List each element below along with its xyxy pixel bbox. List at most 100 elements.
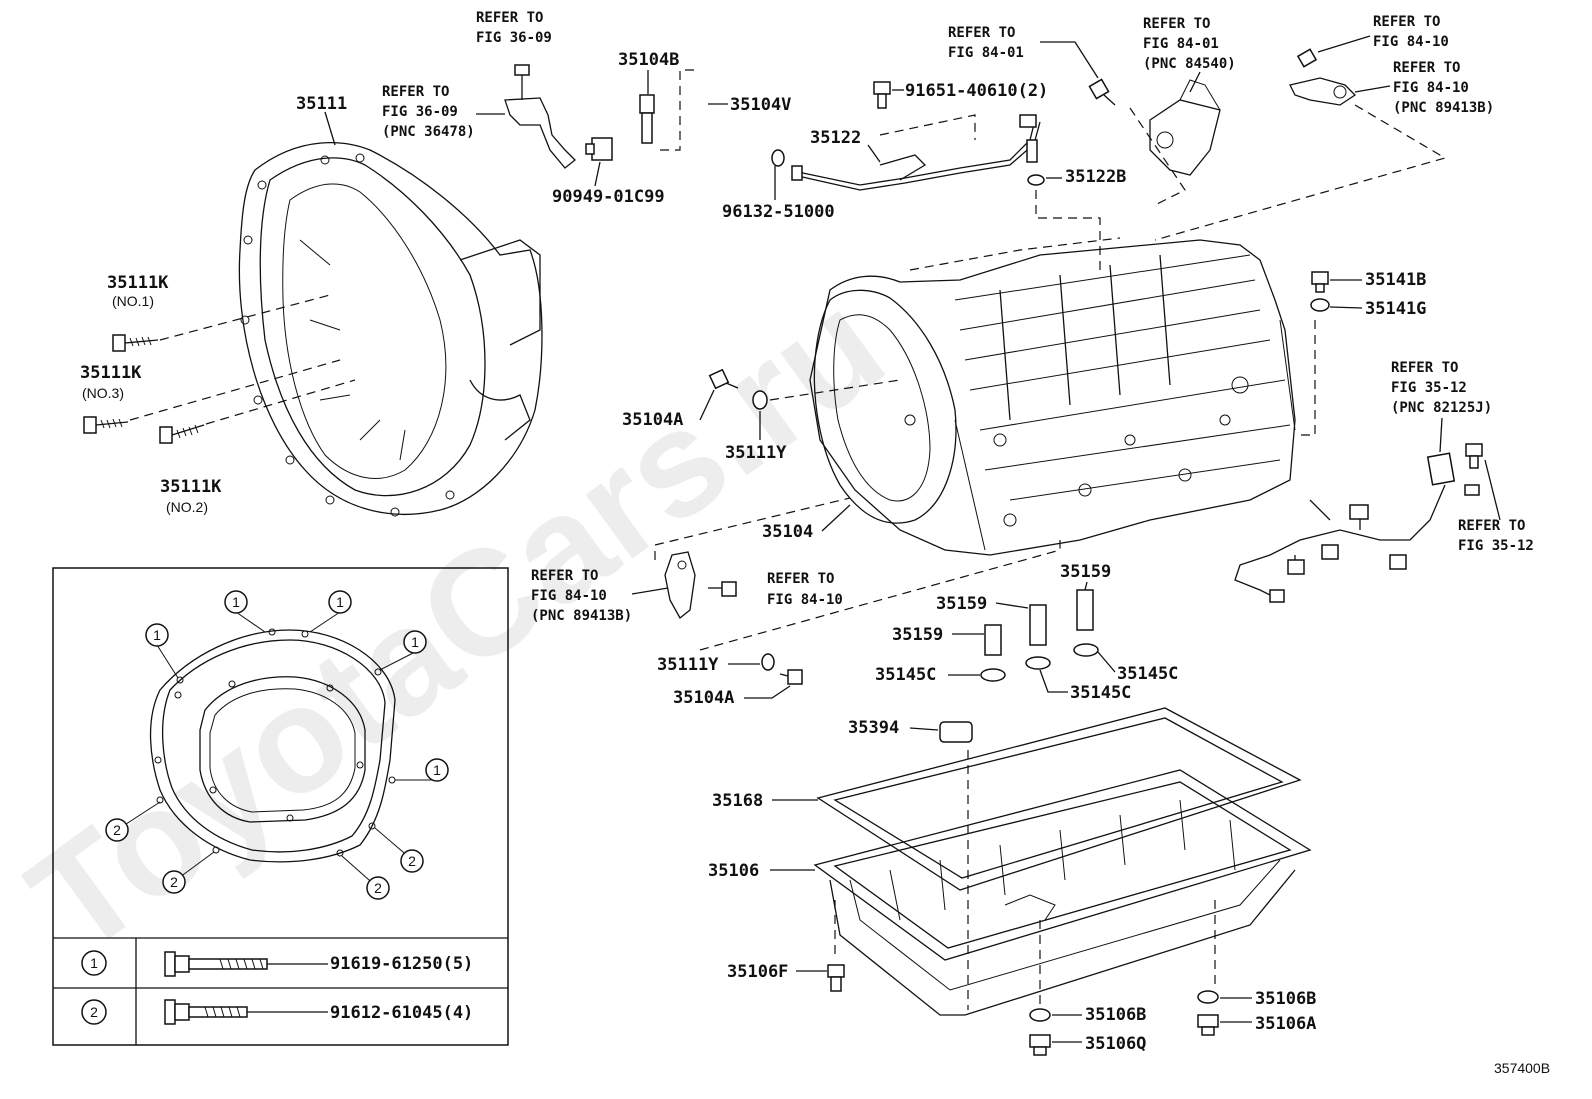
ref-note-fig-84-10-pnc[interactable]: REFER TO FIG 84-10 (PNC 89413B) xyxy=(1393,60,1494,116)
leader-line xyxy=(1097,651,1116,673)
part-label-35106A[interactable]: 35106A xyxy=(1255,1014,1316,1034)
dashed-line xyxy=(660,69,700,151)
svg-text:(PNC 89413B): (PNC 89413B) xyxy=(1393,100,1494,116)
part-label-35104V[interactable]: 35104V xyxy=(730,95,791,115)
part-label-35106[interactable]: 35106 xyxy=(708,861,759,881)
clip-icon xyxy=(585,137,613,161)
part-label-91651-40610[interactable]: 91651-40610(2) xyxy=(905,81,1048,101)
leader-line xyxy=(909,727,939,731)
inset-marker-1: 1 xyxy=(425,758,449,782)
part-label-35394[interactable]: 35394 xyxy=(848,718,899,738)
leader-line xyxy=(995,602,1029,609)
o-ring-icon xyxy=(752,390,768,410)
part-label-35141B[interactable]: 35141B xyxy=(1365,270,1426,290)
svg-text:(PNC 89413B): (PNC 89413B) xyxy=(531,608,632,624)
bolt-icon xyxy=(827,964,845,992)
part-label-35104A-top[interactable]: 35104A xyxy=(622,410,683,430)
part-label-35159-c[interactable]: 35159 xyxy=(1060,562,1111,582)
inset-part-91619-61250[interactable]: 91619-61250(5) xyxy=(330,954,473,974)
svg-text:REFER TO: REFER TO xyxy=(382,84,449,100)
speed-sensor-icon xyxy=(664,551,696,619)
svg-text:1: 1 xyxy=(411,634,419,650)
sub-label: (NO.2) xyxy=(166,499,208,515)
svg-text:REFER TO: REFER TO xyxy=(767,571,834,587)
inset-part-91612-61045[interactable]: 91612-61045(4) xyxy=(330,1003,473,1023)
ref-note-fig-84-10-b[interactable]: REFER TO FIG 84-10 xyxy=(767,571,843,608)
svg-text:(PNC 82125J): (PNC 82125J) xyxy=(1391,400,1492,416)
svg-text:FIG 35-12: FIG 35-12 xyxy=(1458,538,1534,554)
part-label-35168[interactable]: 35168 xyxy=(712,791,763,811)
ref-note-fig-36-09[interactable]: REFER TO FIG 36-09 xyxy=(476,10,552,46)
svg-text:1: 1 xyxy=(336,594,344,610)
part-label-35145C-a[interactable]: 35145C xyxy=(875,665,936,685)
sub-label: (NO.3) xyxy=(82,385,124,401)
ref-note-fig-36-09-pnc[interactable]: REFER TO FIG 36-09 (PNC 36478) xyxy=(382,84,475,140)
part-label-35159-b[interactable]: 35159 xyxy=(936,594,987,614)
part-label-35122B[interactable]: 35122B xyxy=(1065,167,1126,187)
svg-text:2: 2 xyxy=(113,822,121,838)
washer-icon xyxy=(980,643,1099,682)
figure-code: 357400B xyxy=(1494,1060,1550,1076)
part-label-35159-a[interactable]: 35159 xyxy=(892,625,943,645)
part-label-35111K-no2[interactable]: 35111K xyxy=(160,477,222,497)
leader-line xyxy=(1484,459,1501,521)
part-label-35106F[interactable]: 35106F xyxy=(727,962,788,982)
svg-text:1: 1 xyxy=(90,955,98,971)
dashed-line xyxy=(1035,190,1101,270)
bolt-icon xyxy=(159,424,205,444)
part-label-35122[interactable]: 35122 xyxy=(810,128,861,148)
svg-text:1: 1 xyxy=(153,627,161,643)
svg-text:REFER TO: REFER TO xyxy=(1458,518,1525,534)
ref-note-fig-84-01[interactable]: REFER TO FIG 84-01 xyxy=(948,25,1024,61)
leader-line xyxy=(744,685,791,699)
breather-tube-icon xyxy=(791,114,1041,191)
svg-text:FIG 84-10: FIG 84-10 xyxy=(1373,34,1449,50)
part-label-35111[interactable]: 35111 xyxy=(296,94,347,114)
inset-row-1: 1 91619-61250(5) xyxy=(81,950,473,977)
ref-note-fig-35-12-pnc[interactable]: REFER TO FIG 35-12 (PNC 82125J) xyxy=(1391,360,1492,416)
inset-marker-2: 2 xyxy=(400,849,424,873)
leader-line xyxy=(867,144,881,163)
part-label-35141G[interactable]: 35141G xyxy=(1365,299,1426,319)
part-label-35145C-c[interactable]: 35145C xyxy=(1117,664,1178,684)
leader-line xyxy=(1329,306,1363,309)
svg-text:1: 1 xyxy=(433,762,441,778)
part-label-35111K-no1[interactable]: 35111K xyxy=(107,273,169,293)
svg-text:FIG 84-10: FIG 84-10 xyxy=(1393,80,1469,96)
svg-text:FIG 84-01: FIG 84-01 xyxy=(1143,36,1219,52)
dashed-line xyxy=(654,497,1061,651)
inset-marker-1: 1 xyxy=(328,590,352,614)
svg-text:REFER TO: REFER TO xyxy=(948,25,1015,41)
oil-pan xyxy=(813,769,1312,1016)
ref-note-fig-35-12[interactable]: REFER TO FIG 35-12 xyxy=(1458,518,1534,554)
part-label-35111K-no3[interactable]: 35111K xyxy=(80,363,142,383)
svg-text:2: 2 xyxy=(408,853,416,869)
dashed-line xyxy=(1295,320,1316,436)
part-label-90949-01C99[interactable]: 90949-01C99 xyxy=(552,187,665,207)
part-label-35111Y-bottom[interactable]: 35111Y xyxy=(657,655,719,675)
ref-note-fig-84-01-pnc[interactable]: REFER TO FIG 84-01 (PNC 84540) xyxy=(1143,16,1236,72)
oil-pan-gasket xyxy=(816,707,1302,891)
part-label-35104B[interactable]: 35104B xyxy=(618,50,679,70)
part-label-35111Y-top[interactable]: 35111Y xyxy=(725,443,787,463)
part-label-35106B-a[interactable]: 35106B xyxy=(1085,1005,1146,1025)
plug-icon xyxy=(708,368,739,390)
leader-line xyxy=(1354,85,1391,93)
svg-text:FIG 36-09: FIG 36-09 xyxy=(382,104,458,120)
ref-note-fig-84-10-pnc-b[interactable]: REFER TO FIG 84-10 (PNC 89413B) xyxy=(531,568,632,624)
part-label-96132-51000[interactable]: 96132-51000 xyxy=(722,202,835,222)
svg-text:FIG 36-09: FIG 36-09 xyxy=(476,30,552,46)
part-label-35104A-bottom[interactable]: 35104A xyxy=(673,688,734,708)
bracket-icon xyxy=(504,97,576,169)
part-label-35104[interactable]: 35104 xyxy=(762,522,813,542)
part-label-35106Q[interactable]: 35106Q xyxy=(1085,1034,1146,1054)
bell-housing xyxy=(238,141,543,517)
bolt-icon xyxy=(1311,271,1329,293)
part-label-35106B-b[interactable]: 35106B xyxy=(1255,989,1316,1009)
svg-text:2: 2 xyxy=(90,1004,98,1020)
dashed-line xyxy=(205,379,356,425)
svg-text:FIG 84-10: FIG 84-10 xyxy=(767,592,843,608)
ref-note-fig-84-10[interactable]: REFER TO FIG 84-10 xyxy=(1373,14,1449,50)
bolt-icon xyxy=(112,334,159,352)
part-label-35145C-b[interactable]: 35145C xyxy=(1070,683,1131,703)
